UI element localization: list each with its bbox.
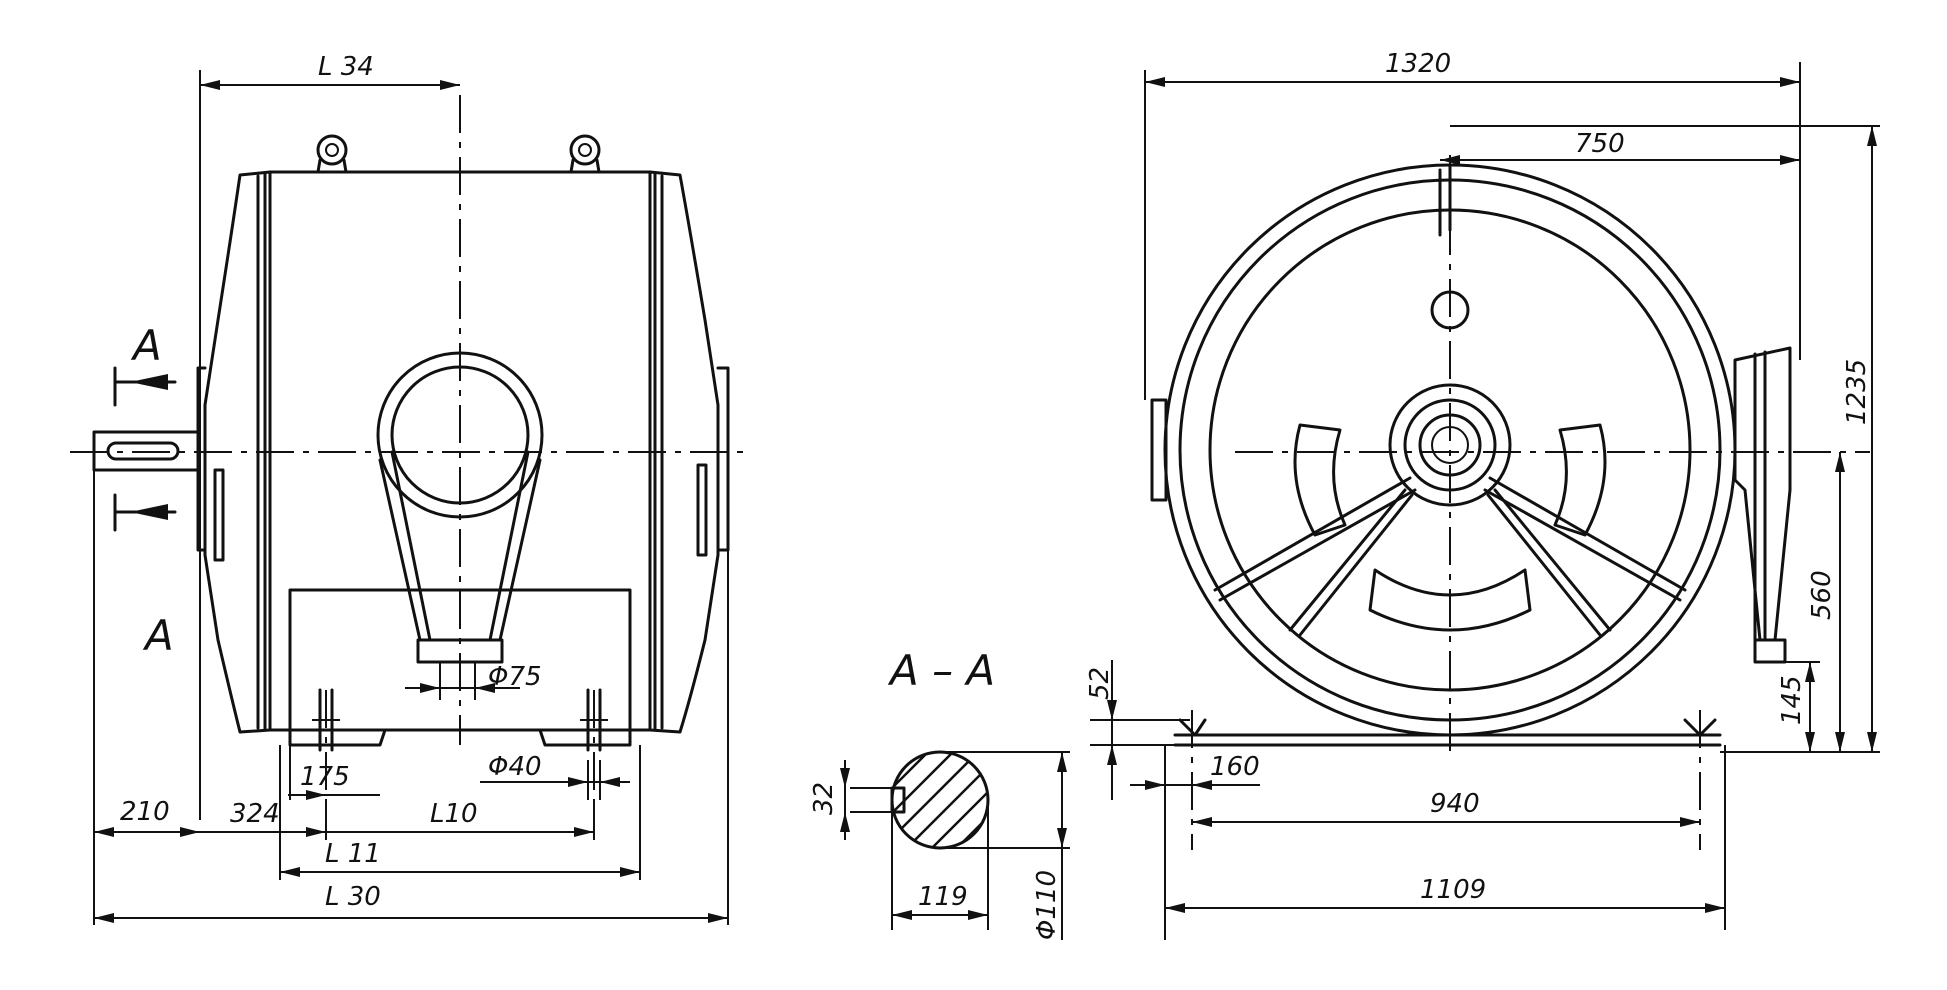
dim-L10: L10 (430, 799, 478, 829)
dim-d32: 32 (809, 782, 839, 815)
vent-right (1553, 423, 1607, 537)
rib-right (1483, 476, 1687, 602)
section-title: A – A (887, 646, 995, 695)
dim-d940: 940 (1430, 789, 1480, 819)
dim-d52: 52 (1085, 667, 1115, 700)
dim-d145: 145 (1777, 675, 1807, 725)
terminal-box-side (1733, 346, 1792, 664)
dim-d750: 750 (1575, 129, 1625, 159)
rib-left (1213, 476, 1417, 602)
lifting-eye-left (316, 134, 348, 174)
hub (1388, 383, 1512, 507)
dim-d160: 160 (1210, 752, 1260, 782)
view-label-A: A (142, 611, 174, 660)
dim-d119: 119 (918, 882, 968, 912)
left-end-bell (203, 170, 272, 734)
dim-d75: Φ75 (488, 662, 542, 692)
dim-d1320: 1320 (1385, 49, 1451, 79)
lifting-eye-right (569, 134, 601, 174)
vent-bottom (1368, 568, 1532, 632)
dim-d110: Φ110 (1032, 870, 1062, 940)
side-view: L 34 A A Φ75 175 Φ40 210 324 L10 (70, 52, 750, 925)
front-view: 1320 750 1235 560 145 52 160 940 (1085, 49, 1880, 940)
dim-d175: 175 (300, 762, 350, 792)
base-plate (1173, 733, 1722, 747)
dim-L30: L 30 (325, 882, 381, 912)
dim-d210: 210 (120, 797, 170, 827)
section-A-A: A – A 32 119 Φ110 (809, 646, 1070, 940)
dim-L34: L 34 (318, 52, 374, 82)
section-arrow-label: A (130, 321, 162, 370)
dim-d324: 324 (230, 799, 280, 829)
dim-d560: 560 (1807, 570, 1837, 620)
dim-d1235: 1235 (1842, 359, 1872, 425)
right-end-bell (648, 170, 720, 734)
dim-L11: L 11 (325, 839, 381, 869)
dim-d1109: 1109 (1420, 875, 1486, 905)
vent-left (1293, 423, 1347, 537)
dim-d40: Φ40 (488, 752, 542, 782)
